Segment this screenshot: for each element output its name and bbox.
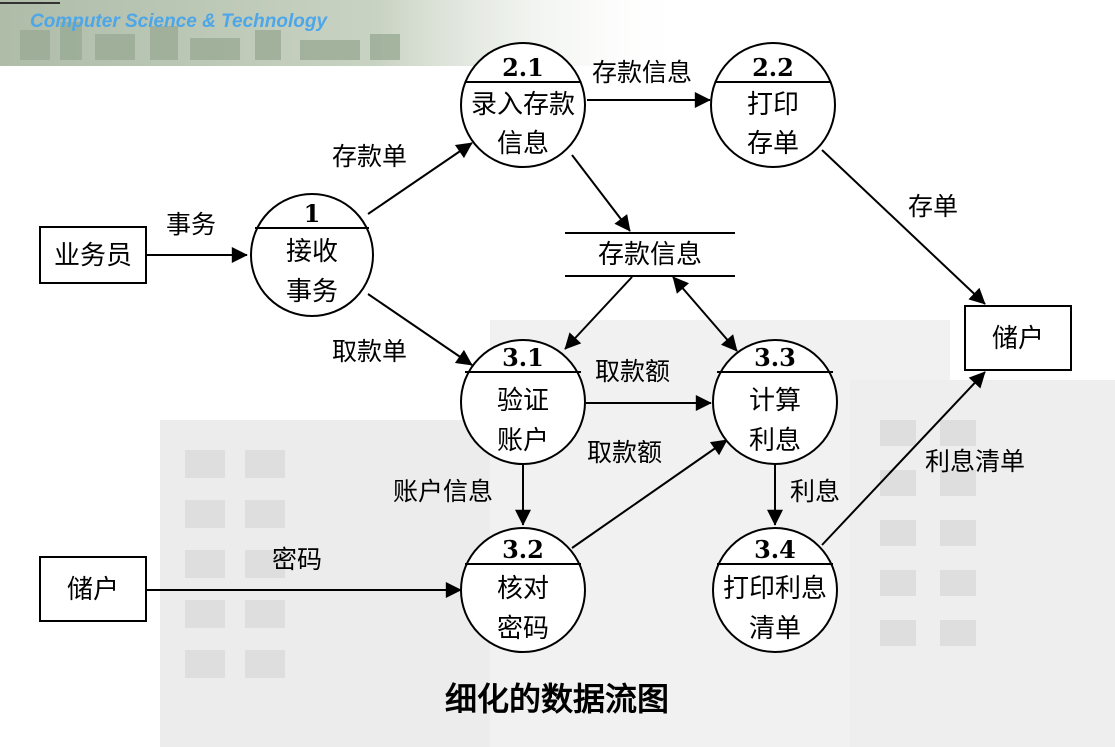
flow-label-interest: 利息 <box>790 477 840 506</box>
arrow-deposit-slip <box>367 142 473 215</box>
process-3-4: 3.4 打印利息 清单 <box>712 527 838 653</box>
header-banner: Computer Science & Technology <box>0 0 690 66</box>
process-3-3-line2: 利息 <box>749 426 801 456</box>
process-1-number: 1 <box>304 199 321 228</box>
arrow-store-to-31 <box>564 276 633 350</box>
flow-label-deposit-info-top: 存款信息 <box>592 58 692 87</box>
flow-label-transaction: 事务 <box>166 210 216 239</box>
flow-label-withdraw-slip: 取款单 <box>332 337 407 366</box>
arrow-receipt <box>821 149 986 305</box>
process-3-1-line2: 账户 <box>497 426 549 456</box>
entity-depositor-right-label: 储户 <box>992 324 1044 354</box>
entity-clerk-label: 业务员 <box>54 241 132 271</box>
process-1: 1 接收 事务 <box>250 193 374 317</box>
process-3-2-number: 3.2 <box>502 535 544 564</box>
process-2-2-line1: 打印 <box>747 90 799 120</box>
process-2-2: 2.2 打印 存单 <box>710 42 836 168</box>
process-3-2: 3.2 核对 密码 <box>460 527 586 653</box>
process-1-line2: 事务 <box>286 277 338 307</box>
arrow-to-store <box>571 154 631 232</box>
flow-label-receipt: 存单 <box>908 192 958 221</box>
process-1-line1: 接收 <box>286 237 338 267</box>
arrow-interest-list <box>821 371 986 546</box>
process-2-2-number: 2.2 <box>752 53 794 82</box>
flow-label-account-info: 账户信息 <box>393 477 493 506</box>
process-3-1: 3.1 验证 账户 <box>460 339 586 465</box>
process-2-1-line1: 录入存款 <box>471 90 575 120</box>
process-3-2-line1: 核对 <box>497 574 549 604</box>
process-3-1-line1: 验证 <box>497 386 549 416</box>
entity-depositor-left-label: 储户 <box>67 575 119 605</box>
entity-depositor-left: 储户 <box>39 556 147 622</box>
process-3-2-line2: 密码 <box>497 614 549 644</box>
diagram-caption: 细化的数据流图 <box>445 680 669 718</box>
flow-label-password: 密码 <box>272 545 322 574</box>
flow-labels: 事务 存款单 取款单 存款信息 存单 取款额 取款额 账户信息 密码 利息 利息… <box>166 58 1025 574</box>
process-2-1-number: 2.1 <box>502 53 544 82</box>
process-3-4-number: 3.4 <box>754 535 796 564</box>
process-3-4-line1: 打印利息 <box>723 574 827 604</box>
arrow-withdraw-slip <box>367 293 473 366</box>
process-2-1: 2.1 录入存款 信息 <box>460 42 586 168</box>
process-3-1-number: 3.1 <box>502 343 544 372</box>
entity-depositor-right: 储户 <box>964 305 1072 371</box>
flow-label-deposit-slip: 存款单 <box>332 142 407 171</box>
data-store-deposit-info: 存款信息 <box>565 232 735 277</box>
flow-label-withdraw-amount-1: 取款额 <box>595 357 670 386</box>
process-3-4-line2: 清单 <box>749 614 801 644</box>
banner-title: Computer Science & Technology <box>30 11 328 32</box>
flow-label-interest-list: 利息清单 <box>925 447 1025 476</box>
process-3-3: 3.3 计算 利息 <box>712 339 838 465</box>
data-store-label: 存款信息 <box>598 240 702 270</box>
process-2-1-line2: 信息 <box>497 129 549 159</box>
flow-arrows <box>146 92 986 598</box>
process-3-3-line1: 计算 <box>749 386 801 416</box>
process-3-3-number: 3.3 <box>754 343 796 372</box>
flow-label-withdraw-amount-2: 取款额 <box>587 438 662 467</box>
process-2-2-line2: 存单 <box>747 129 799 159</box>
arrow-withdraw-amount-2 <box>571 439 728 549</box>
entity-clerk: 业务员 <box>39 226 147 284</box>
arrow-store-33-both <box>672 276 738 352</box>
